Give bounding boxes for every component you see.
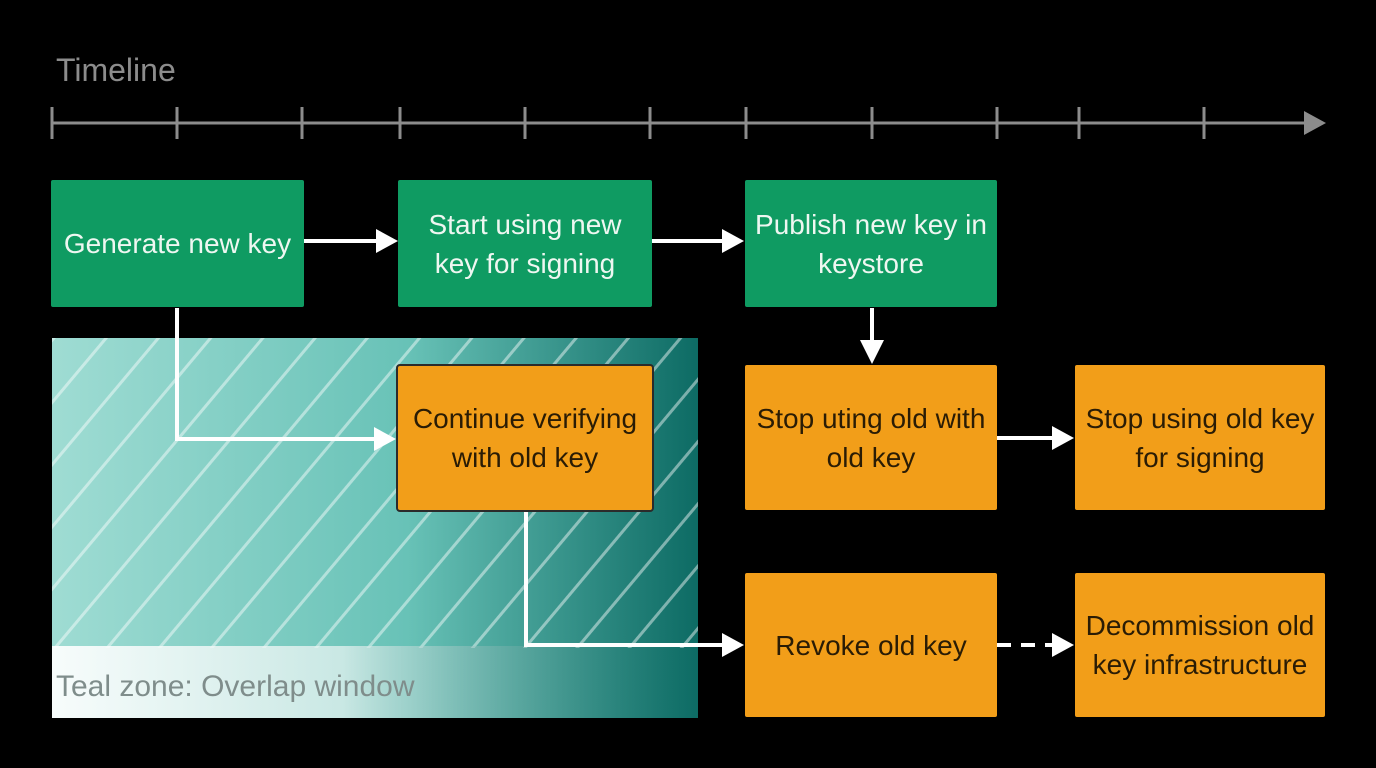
step-revoke-old-key: Revoke old key xyxy=(745,573,997,717)
timeline-arrowhead-icon xyxy=(1304,111,1326,135)
arrowhead-icon xyxy=(374,427,396,451)
step-stop-using-old-key-signing: Stop using old key for signing xyxy=(1075,365,1325,510)
arrow-generate-to-continue xyxy=(175,308,378,441)
arrow-continue-to-revoke xyxy=(524,512,726,647)
step-publish-new-key: Publish new key in keystore xyxy=(745,180,997,307)
arrowhead-icon xyxy=(722,633,744,657)
arrowhead-icon xyxy=(1052,633,1074,657)
arrowhead-icon xyxy=(376,229,398,253)
step-stop-uting-old: Stop uting old with old key xyxy=(745,365,997,510)
step-continue-verifying: Continue verifying with old key xyxy=(396,364,654,512)
step-start-using-new-key: Start using new key for signing xyxy=(398,180,652,307)
step-decommission: Decommission old key infrastructure xyxy=(1075,573,1325,717)
timeline-axis xyxy=(50,107,1326,139)
arrowhead-icon xyxy=(860,340,884,364)
arrowhead-icon xyxy=(1052,426,1074,450)
overlap-zone-label: Teal zone: Overlap window xyxy=(56,670,415,703)
timeline-label: Timeline xyxy=(56,52,176,88)
step-generate-new-key: Generate new key xyxy=(51,180,304,307)
arrowhead-icon xyxy=(722,229,744,253)
